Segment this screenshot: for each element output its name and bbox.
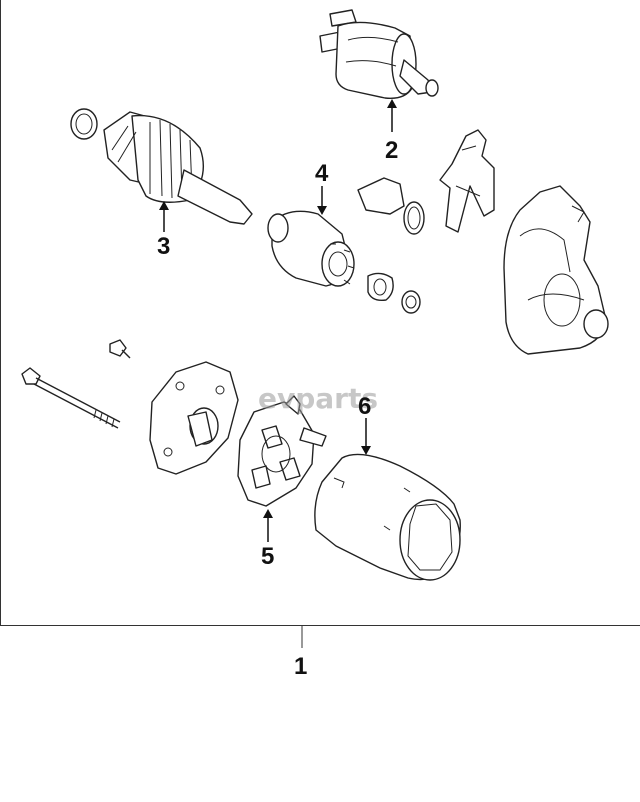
- leader-lines: [159, 99, 397, 542]
- callout-2: 2: [385, 137, 398, 164]
- diagram-frame: [0, 0, 640, 648]
- rear-bracket-part[interactable]: [149, 361, 239, 475]
- overrunning-clutch-part[interactable]: [267, 177, 425, 314]
- callout-3: 3: [157, 233, 170, 260]
- shift-lever-part[interactable]: [439, 129, 495, 233]
- drive-housing-part[interactable]: [503, 185, 609, 355]
- brush-holder-part[interactable]: [237, 395, 327, 507]
- yoke-part[interactable]: [314, 453, 461, 581]
- callout-6: 6: [358, 393, 371, 420]
- screw-part[interactable]: [109, 339, 131, 359]
- solenoid-switch-part[interactable]: [319, 9, 439, 99]
- callout-5: 5: [261, 543, 274, 570]
- armature-part[interactable]: [70, 108, 253, 225]
- watermark-logo: evparts: [258, 382, 378, 415]
- callout-4: 4: [315, 160, 329, 187]
- callout-1: 1: [294, 653, 307, 680]
- through-bolt-part[interactable]: [21, 367, 121, 429]
